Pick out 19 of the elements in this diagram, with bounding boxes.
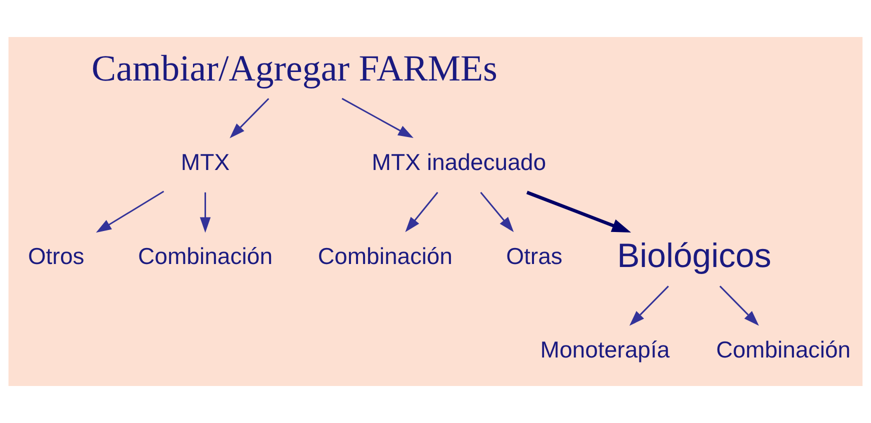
arrow bbox=[342, 98, 414, 138]
node-text: MTX bbox=[180, 148, 230, 175]
arrow bbox=[480, 192, 514, 232]
node-text: Monoterapía bbox=[540, 336, 670, 363]
arrow bbox=[96, 190, 164, 233]
node-text: Combinación bbox=[318, 242, 452, 269]
arrow bbox=[230, 98, 270, 138]
arrow bbox=[629, 286, 669, 326]
arrow bbox=[405, 192, 438, 232]
node-text: Biológicos bbox=[617, 237, 772, 275]
node-text: MTX inadecuado bbox=[372, 148, 546, 175]
arrow bbox=[526, 190, 632, 232]
arrow bbox=[200, 192, 211, 233]
arrow bbox=[719, 286, 759, 326]
node-text: Cambiar/Agregar FARMEs bbox=[91, 47, 498, 88]
node-text: Combinación bbox=[138, 242, 273, 269]
node-text: Otras bbox=[506, 242, 562, 269]
node-text: Otros bbox=[28, 242, 84, 269]
node-text: Combinación bbox=[716, 336, 851, 363]
